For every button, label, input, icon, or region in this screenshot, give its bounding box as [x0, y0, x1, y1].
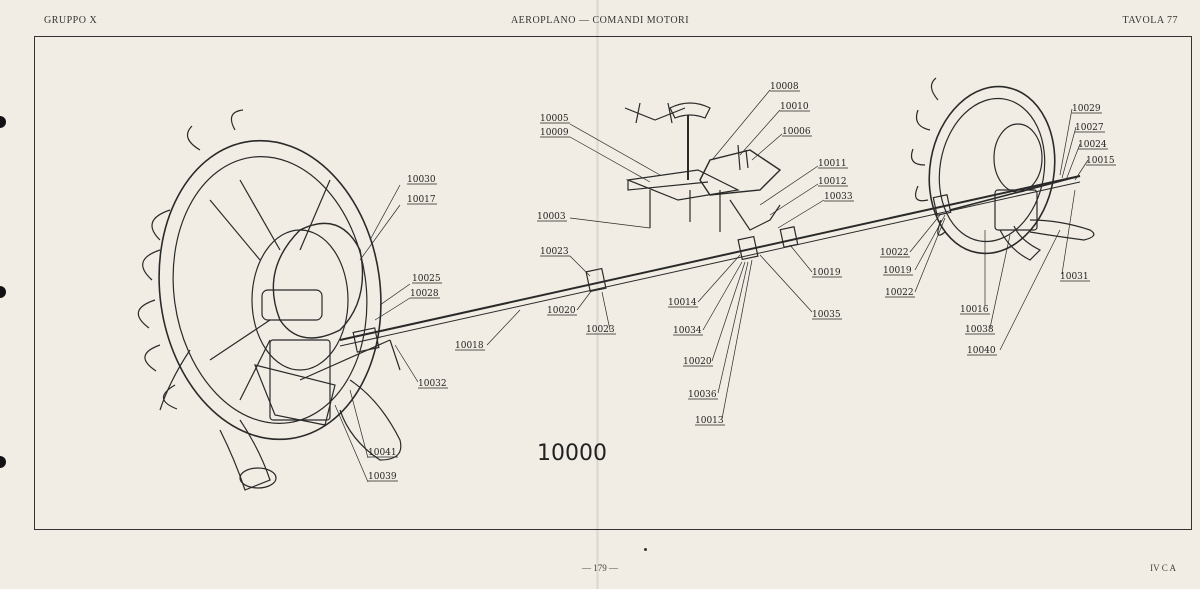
part-label: 10022 — [880, 248, 909, 258]
part-label: 10038 — [965, 325, 994, 335]
page-title: AEROPLANO — COMANDI MOTORI — [510, 15, 690, 26]
part-label: 10036 — [688, 390, 717, 400]
part-label: 10009 — [540, 128, 569, 138]
punch-hole-3 — [0, 456, 6, 468]
part-label: 10006 — [782, 127, 811, 137]
part-label: 10015 — [1086, 156, 1115, 166]
part-label: 10003 — [537, 212, 566, 222]
part-label: 10023 — [586, 325, 615, 335]
right-engine — [910, 77, 1095, 261]
part-label: 10032 — [418, 379, 447, 389]
label-underlines — [368, 90, 1116, 482]
group-label: GRUPPO X — [44, 15, 98, 26]
part-label: 10029 — [1072, 104, 1101, 114]
part-label: 10028 — [410, 289, 439, 299]
main-control-rod — [299, 175, 1081, 381]
part-label: 10035 — [812, 310, 841, 320]
plate-number: TAVOLA 77 — [1122, 15, 1178, 26]
part-label: 10020 — [683, 357, 712, 367]
left-engine — [137, 109, 402, 491]
part-label: 10014 — [668, 298, 697, 308]
part-label: 10018 — [455, 341, 484, 351]
page-fold — [596, 0, 599, 589]
part-label: 10010 — [780, 102, 809, 112]
part-label: 10027 — [1075, 123, 1104, 133]
part-label: 10017 — [407, 195, 436, 205]
part-label: 10039 — [368, 472, 397, 482]
part-label: 10019 — [812, 268, 841, 278]
part-label: 10041 — [368, 448, 397, 458]
part-label: 10022 — [885, 288, 914, 298]
part-label: 10025 — [412, 274, 441, 284]
punch-hole-2 — [0, 286, 6, 298]
leader-lines — [334, 89, 1089, 483]
figure-number: 10000 — [537, 441, 607, 466]
part-label: 10012 — [818, 177, 847, 187]
part-labels: 10030 10017 10025 10028 10018 10032 1004… — [368, 82, 1115, 482]
part-label: 10019 — [883, 266, 912, 276]
punch-hole-1 — [0, 116, 6, 128]
part-label: 10034 — [673, 326, 702, 336]
part-label: 10024 — [1078, 140, 1107, 150]
part-label: 10011 — [818, 159, 847, 169]
part-label: 10005 — [540, 114, 569, 124]
part-label: 10013 — [695, 416, 724, 426]
part-label: 10020 — [547, 306, 576, 316]
print-mark — [644, 548, 647, 551]
part-label: 10008 — [770, 82, 799, 92]
part-label: 10023 — [540, 247, 569, 257]
page-number: — 179 — — [582, 563, 618, 573]
part-label: 10033 — [824, 192, 853, 202]
part-label: 10030 — [407, 175, 436, 185]
throttle-quadrant — [624, 102, 782, 232]
part-label: 10016 — [960, 305, 989, 315]
part-label: 10040 — [967, 346, 996, 356]
part-label: 10031 — [1060, 272, 1089, 282]
footer-code: IV C A — [1150, 563, 1176, 573]
drawing-frame — [34, 36, 1192, 530]
